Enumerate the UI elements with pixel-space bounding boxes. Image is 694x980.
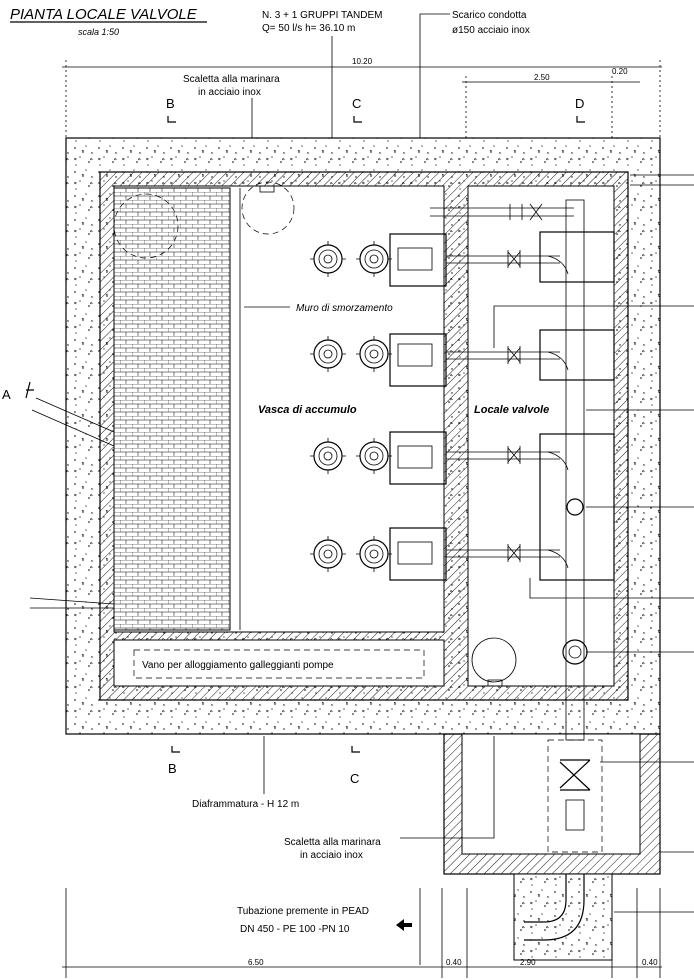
ladder-bottom-note: Scaletta alla marinara bbox=[284, 837, 381, 848]
drawing-title: PIANTA LOCALE VALVOLE bbox=[10, 6, 198, 23]
dim-bottom-wall-left: 0.40 bbox=[446, 958, 462, 967]
dim-wall: 0.20 bbox=[612, 67, 628, 76]
ladder-top-note: Scaletta alla marinara bbox=[183, 74, 280, 85]
discharge-pipe-note: ø150 acciaio inox bbox=[452, 25, 530, 36]
dim-total-width: 10.20 bbox=[352, 57, 373, 66]
section-b-top: B bbox=[166, 96, 175, 111]
pump-groups-note: N. 3 + 1 GRUPPI TANDEM bbox=[262, 10, 383, 21]
pump-row-2 bbox=[309, 333, 447, 387]
pump-flow-note: Q= 50 l/s h= 36.10 m bbox=[262, 23, 355, 34]
section-c-bottom: C bbox=[350, 771, 359, 786]
dim-bottom-wall-right: 0.40 bbox=[642, 958, 658, 967]
dim-valve-room: 2.50 bbox=[534, 73, 550, 82]
outlet-pipe-spec: DN 450 - PE 100 -PN 10 bbox=[240, 924, 350, 935]
drawing-scale: scala 1:50 bbox=[78, 27, 119, 37]
ladder-top-note-2: in acciaio inox bbox=[198, 87, 261, 98]
storage-tank-label: Vasca di accumulo bbox=[258, 404, 357, 416]
dim-bottom-mid: 2.90 bbox=[520, 958, 536, 967]
flow-arrow-icon bbox=[396, 919, 412, 931]
float-bay-label: Vano per alloggiamento galleggianti pomp… bbox=[142, 660, 334, 671]
pump-row-1 bbox=[309, 233, 447, 287]
pump-row-3 bbox=[309, 431, 447, 485]
section-b-bottom: B bbox=[168, 761, 177, 776]
section-c-top: C bbox=[352, 96, 361, 111]
valve-room-label: Locale valvole bbox=[474, 404, 549, 416]
pump-row-4 bbox=[309, 527, 447, 581]
diaphragm-label: Diaframmatura - H 12 m bbox=[192, 799, 299, 810]
discharge-note: Scarico condotta bbox=[452, 10, 527, 21]
section-d-top: D bbox=[575, 96, 584, 111]
dim-bottom-left: 6.50 bbox=[248, 958, 264, 967]
section-a: A bbox=[2, 387, 11, 402]
ladder-bottom-note-2: in acciaio inox bbox=[300, 850, 363, 861]
baffle-wall-label: Muro di smorzamento bbox=[296, 303, 393, 314]
outlet-pipe-label: Tubazione premente in PEAD bbox=[237, 906, 369, 917]
